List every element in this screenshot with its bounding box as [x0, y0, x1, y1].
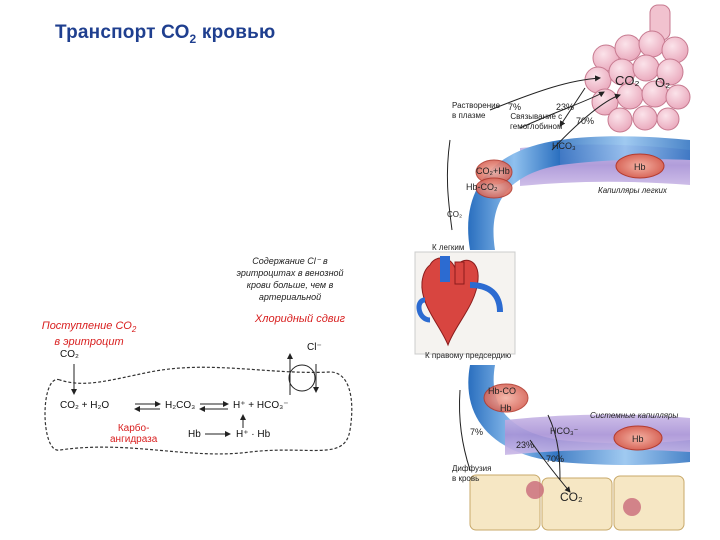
lungs-co2: CO₂	[615, 73, 640, 88]
lungs-co2-low: CO₂	[447, 210, 463, 219]
rbc-lung	[615, 153, 665, 179]
erythrocyte-outline	[44, 366, 353, 455]
tissue-co2: CO₂	[560, 490, 583, 504]
lungs-pct-7: 7%	[508, 102, 522, 112]
tissue-cells	[469, 474, 685, 531]
cell-co2-top: CO₂	[60, 349, 79, 360]
eq2-left: Hb	[188, 429, 201, 440]
lungs-o2: O₂	[655, 75, 671, 90]
chloride-shift-label: Хлоридный сдвиг	[254, 313, 346, 325]
lungs-hco3: HCO₃	[552, 141, 576, 151]
co2-entry-label: Поступление СО2 в эритроцит	[41, 320, 137, 349]
eq1-right: H⁺ + HCO₃⁻	[233, 400, 289, 411]
tissue-hbco: Hb-CO	[488, 386, 517, 396]
tissue-hb: Hb	[500, 403, 512, 413]
lungs-hbco2: Hb-CO₂	[466, 182, 498, 192]
lungs-pct-70: 70%	[576, 116, 595, 126]
chloride-note: Содержание Cl⁻ в эритроцитах в венозной …	[236, 256, 344, 302]
lungs-co2hb: CO₂+Hb	[476, 166, 510, 176]
tissue-hb-red: Hb	[632, 434, 644, 444]
carbonic-anhydrase-label: Карбо- ангидраза	[110, 423, 158, 445]
eq1-left: CO₂ + H₂O	[60, 400, 110, 411]
page-title: Транспорт СО2 кровью	[55, 22, 276, 46]
to-lungs-label: К легким	[432, 243, 465, 252]
alveoli-cluster	[584, 4, 691, 133]
reaction-arrows	[71, 353, 319, 437]
cell-cl-top: Cl⁻	[307, 342, 322, 353]
lungs-hb: Hb	[634, 162, 646, 172]
heart-illustration	[414, 251, 516, 355]
to-right-atrium-label: К правому предсердию	[425, 351, 512, 360]
vessel-to-lungs	[468, 140, 560, 250]
systemic-capillaries-label: Системные капилляры	[590, 411, 679, 420]
tissue-pct-23: 23%	[516, 440, 535, 450]
tissue-pct-7: 7%	[470, 427, 484, 437]
eq1-mid: H₂CO₃	[165, 400, 196, 411]
lung-capillaries-label: Капилляры легких	[598, 186, 667, 195]
tissue-pct-70: 70%	[546, 454, 565, 464]
eq2-right: H⁺ · Hb	[236, 429, 271, 440]
lungs-pct-23: 23%	[556, 102, 575, 112]
tissue-hco3: HCO₃⁻	[550, 426, 579, 436]
rbc-tissue	[613, 425, 663, 451]
